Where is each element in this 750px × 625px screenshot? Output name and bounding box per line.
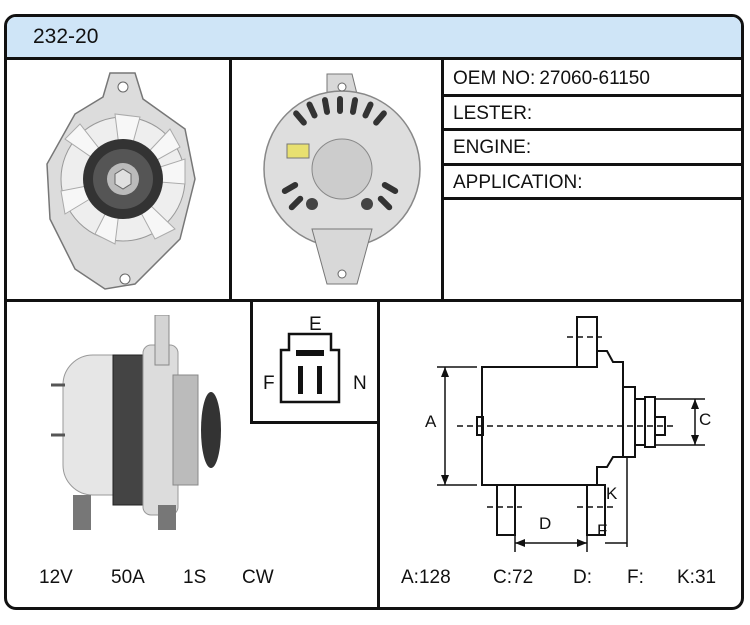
divider [443, 197, 741, 200]
divider [250, 299, 253, 423]
engine-row: ENGINE: [453, 137, 535, 159]
divider [443, 128, 741, 131]
divider [250, 421, 380, 424]
dim-value-f: F: [627, 567, 644, 588]
lester-row: LESTER: [453, 103, 536, 125]
engine-label: ENGINE: [453, 137, 532, 158]
dim-value-a: A:128 [401, 567, 451, 588]
plug-pin-f: F [263, 373, 275, 394]
dim-label-f: F [597, 521, 608, 540]
rating-voltage: 12V [39, 567, 73, 588]
oem-value: 27060-61150 [539, 68, 650, 89]
rating-rotation: CW [242, 567, 274, 588]
divider [443, 163, 741, 166]
divider [229, 60, 232, 300]
oem-row: OEM NO:27060-61150 [453, 68, 650, 90]
divider [377, 299, 380, 607]
header-bar: 232-20 [7, 17, 741, 60]
plug-connector-diagram [279, 332, 341, 404]
divider [443, 94, 741, 97]
dim-value-d: D: [573, 567, 592, 588]
alternator-side-photo [51, 315, 221, 530]
product-sheet: 232-20 OEM NO:27060-61150 LESTER: ENGINE… [4, 14, 744, 610]
lester-label: LESTER: [453, 103, 533, 124]
rating-amperage: 50A [111, 567, 145, 588]
dim-label-a: A [425, 412, 437, 431]
part-number-title: 232-20 [33, 25, 99, 48]
application-row: APPLICATION: [453, 172, 587, 194]
alternator-front-photo [46, 72, 196, 290]
divider [441, 60, 444, 300]
dim-value-k: K:31 [677, 567, 717, 588]
oem-label: OEM NO: [453, 68, 536, 89]
dim-value-c: C:72 [493, 567, 534, 588]
rating-type: 1S [183, 567, 207, 588]
plug-pin-e: E [309, 314, 322, 335]
dim-label-k: K [606, 484, 618, 503]
application-label: APPLICATION: [453, 172, 583, 193]
alternator-rear-photo [263, 73, 421, 285]
dimension-drawing [437, 316, 705, 552]
dim-label-c: C [699, 410, 712, 429]
dim-label-d: D [539, 514, 552, 533]
divider [7, 299, 741, 302]
plug-pin-n: N [353, 373, 367, 394]
